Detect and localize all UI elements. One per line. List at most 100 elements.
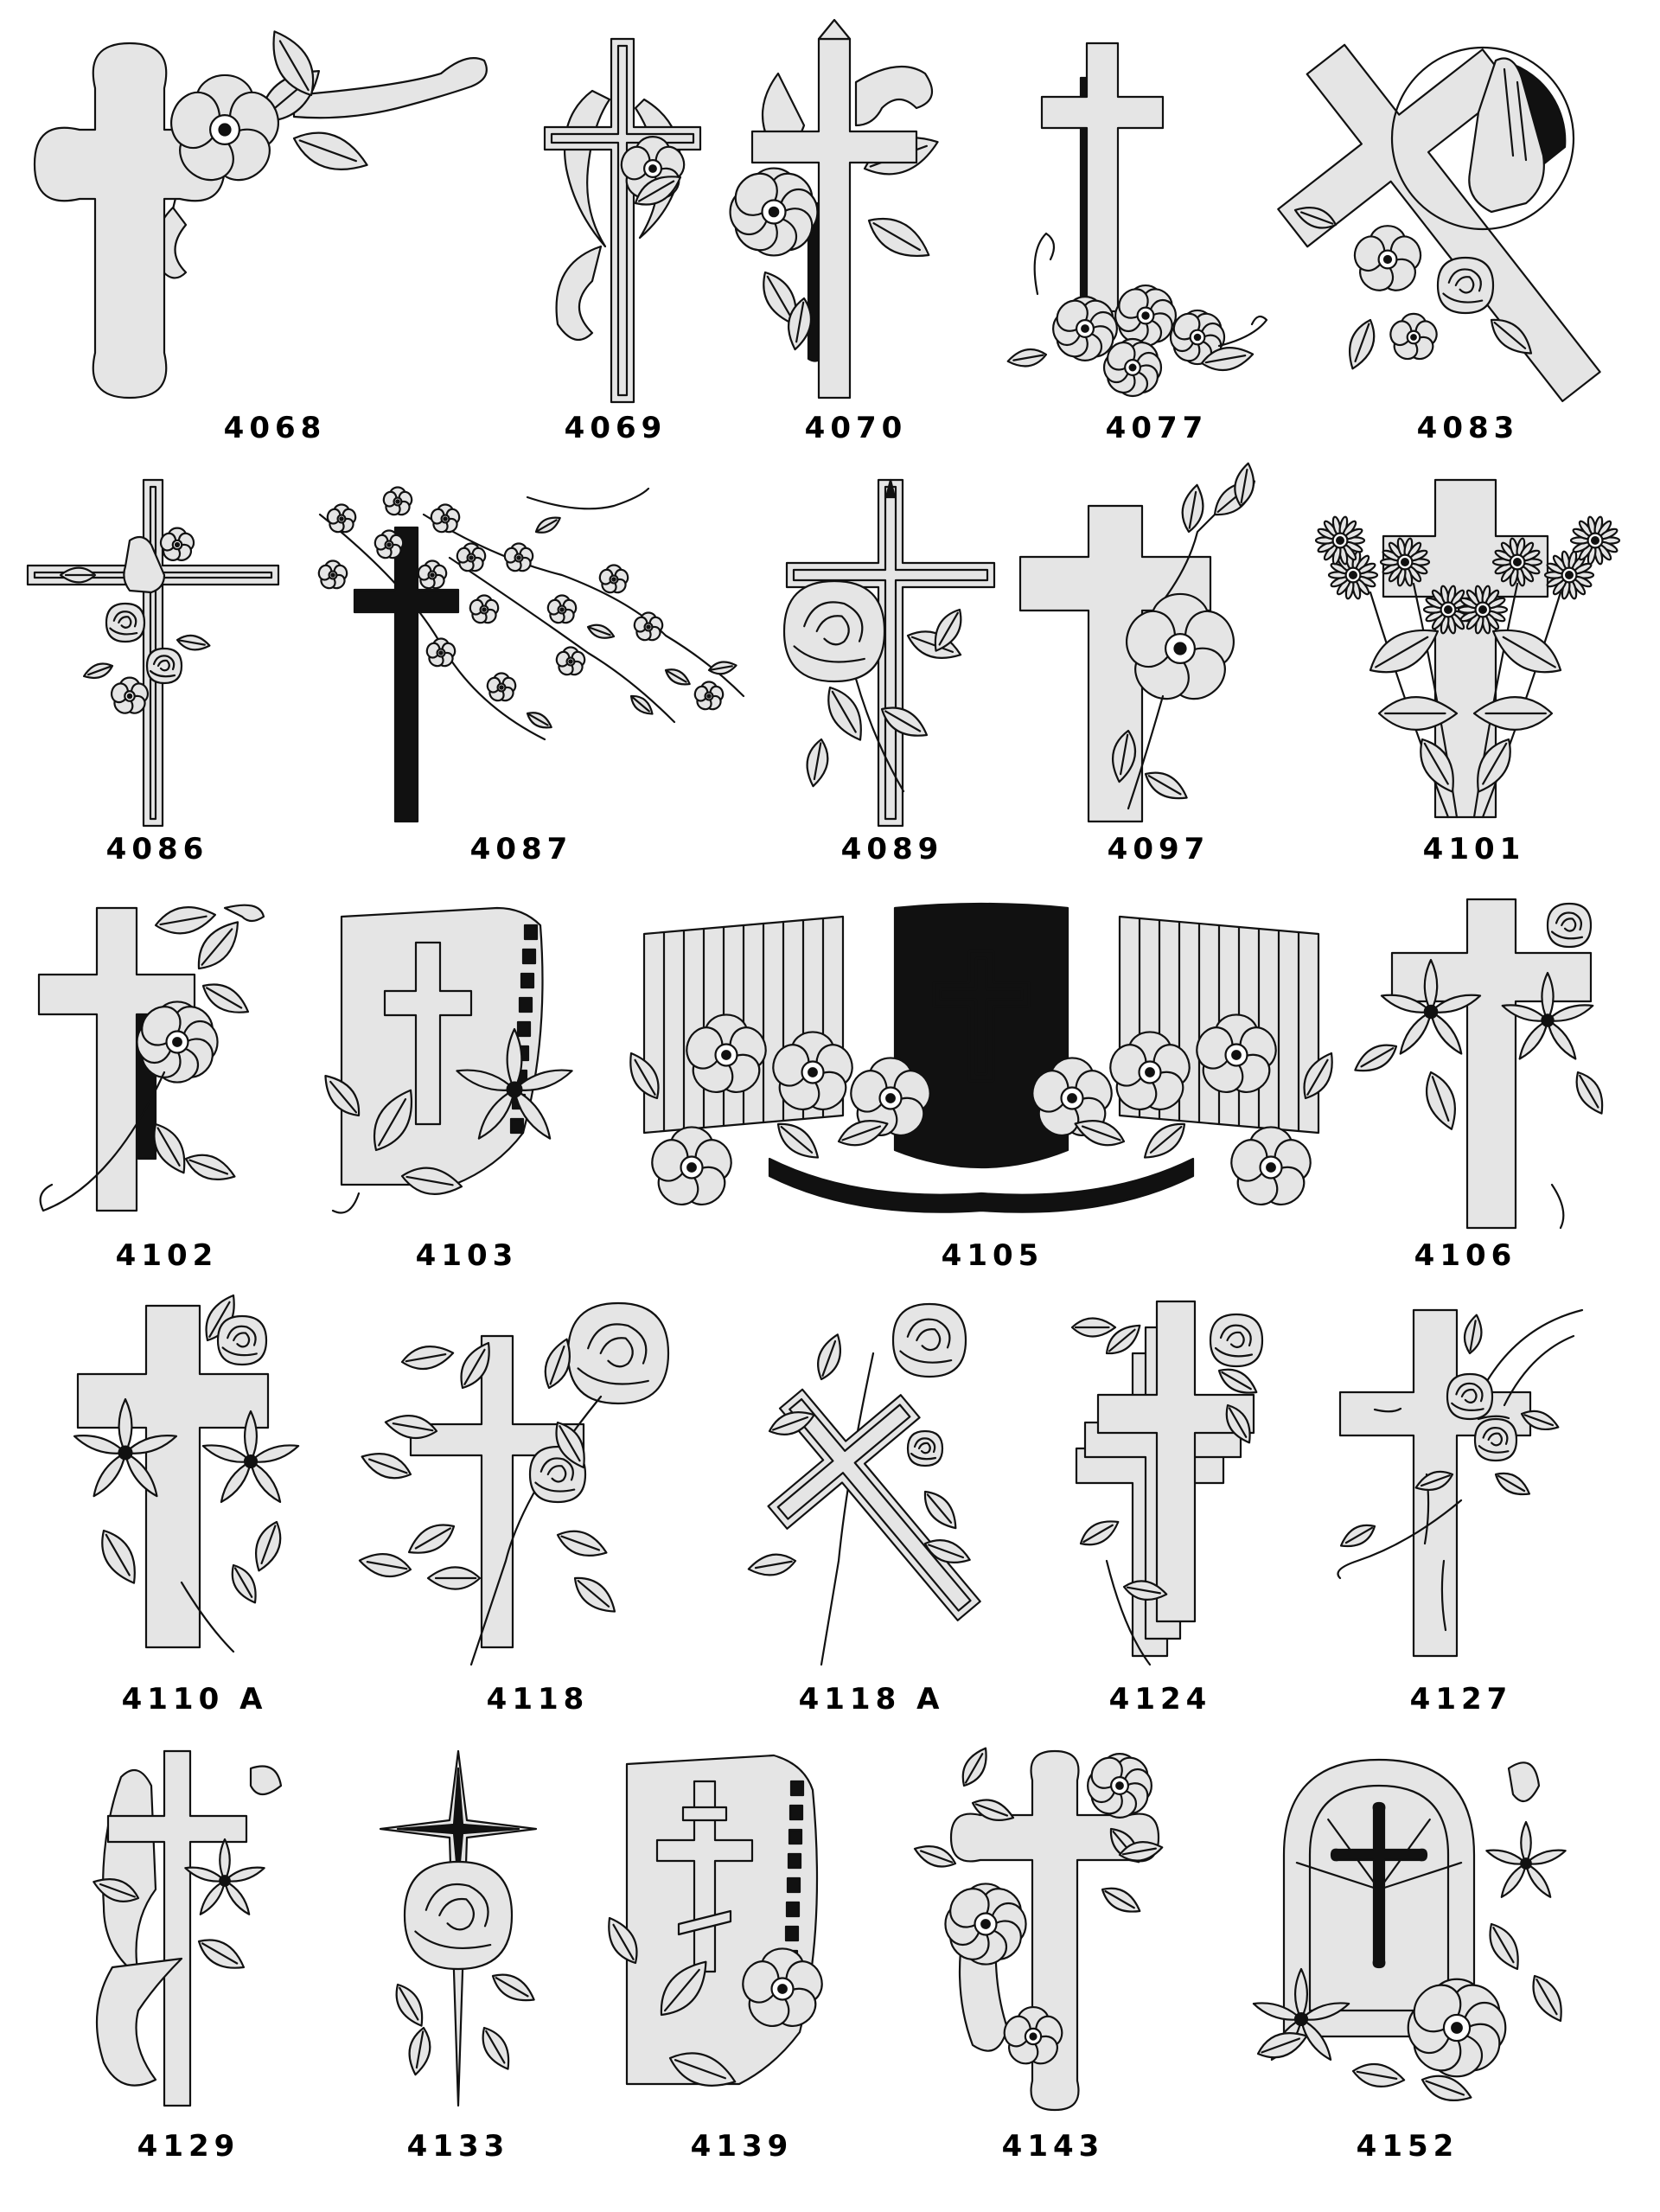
panel-cross-lily: [324, 906, 573, 1214]
lily-shape: [1485, 1820, 1567, 1898]
stem-shape: [422, 513, 745, 698]
leaf-shape: [373, 1089, 412, 1152]
leaf-shape: [1414, 1470, 1454, 1492]
flower-shape: [170, 74, 279, 182]
leaf-shape: [934, 608, 962, 652]
design-artwork: [543, 37, 702, 404]
design-tile: [1006, 35, 1280, 398]
flower-shape: [1353, 225, 1422, 291]
leaf-shape: [1472, 696, 1554, 731]
scroll-shape: [563, 89, 611, 248]
design-tile: [629, 899, 1333, 1237]
leaf-shape: [400, 1167, 463, 1195]
leaf-shape: [768, 1411, 815, 1435]
leaf-shape: [837, 1120, 889, 1147]
leaf-shape: [407, 1524, 456, 1554]
cross-shape: [37, 906, 196, 1212]
flower-shape: [1407, 1978, 1507, 2078]
leaf-shape: [395, 1983, 424, 2027]
rose-shape: [782, 579, 886, 683]
cross-shape: [383, 941, 473, 1126]
design-number: 4110 A: [121, 1682, 268, 1717]
design-number: 4089: [840, 832, 944, 866]
design-artwork: [33, 30, 488, 400]
design-tile: [1016, 462, 1293, 826]
flower-shape: [742, 1947, 823, 2028]
leaf-shape: [573, 1576, 616, 1613]
leaf-shape: [408, 2026, 431, 2076]
leaf-shape: [1144, 771, 1188, 800]
design-tile: [1055, 1300, 1271, 1669]
design-tile: [726, 18, 968, 402]
leaf-shape: [1420, 738, 1454, 793]
flower-shape: [686, 1013, 767, 1094]
design-artwork: [358, 1301, 670, 1666]
design-number: 4068: [223, 411, 327, 445]
praying-hands: [123, 535, 166, 594]
leaf-shape: [747, 1553, 797, 1576]
tip-shape: [884, 478, 897, 499]
ring-shape: [1390, 46, 1575, 231]
design-artwork: [1314, 478, 1621, 819]
scroll-shape: [555, 245, 603, 342]
leaf-shape: [544, 1338, 571, 1390]
design-tile: [372, 1749, 545, 2110]
design-artwork: [629, 902, 1333, 1213]
rose-shape: [216, 1314, 268, 1366]
flower-shape: [1109, 1031, 1191, 1111]
leaf-shape: [526, 712, 552, 729]
design-tile: [86, 1749, 303, 2110]
design-number: 4103: [415, 1238, 519, 1273]
stem-shape: [39, 1071, 166, 1212]
flower-base: [1006, 284, 1268, 398]
design-artwork: [1354, 898, 1604, 1230]
cross-shape: [767, 1388, 981, 1621]
rustic-cross: [1337, 1308, 1584, 1658]
leaf-shape: [534, 516, 561, 534]
flower-shape: [1102, 337, 1163, 398]
leaf-shape: [153, 1122, 186, 1174]
stem-shape: [820, 1352, 875, 1666]
cross-shape: [655, 1780, 754, 1973]
lily-shape: [201, 1410, 300, 1504]
flower-shape: [546, 594, 578, 624]
cross-lilies: [1354, 898, 1604, 1230]
leaf-shape: [961, 1747, 987, 1787]
design-tile: [608, 1754, 869, 2110]
leaf-shape: [1101, 1887, 1141, 1913]
daisy-shape: [1379, 537, 1431, 587]
leaf-shape: [1217, 1368, 1258, 1394]
leaf-shape: [586, 623, 616, 639]
design-tile: [26, 478, 281, 828]
stem-shape: [1477, 1308, 1584, 1398]
leaf-shape: [776, 1122, 820, 1159]
panel-orthodox-cross: [608, 1754, 823, 2087]
lily-shape: [1501, 971, 1594, 1060]
cross-shape: [1040, 42, 1165, 313]
design-tile: [1314, 478, 1621, 826]
leaf-shape: [83, 662, 114, 680]
leaf-shape: [1303, 1052, 1333, 1100]
flower-shape: [417, 559, 448, 590]
cross-shape: [1330, 1801, 1428, 1969]
stem-shape: [854, 677, 905, 793]
cross-lilies: [73, 1294, 300, 1653]
leaf-shape: [272, 30, 315, 97]
leaf-shape: [1354, 1044, 1398, 1072]
leaf-shape: [1491, 629, 1562, 674]
lily-shape: [1380, 958, 1482, 1055]
leaf-shape: [1477, 738, 1511, 793]
flower-shape: [1230, 1126, 1312, 1206]
design-number: 4086: [105, 832, 209, 866]
flower-shape: [772, 1031, 853, 1111]
leaf-shape: [923, 1539, 971, 1563]
flower-shape: [1052, 296, 1118, 361]
stem-shape: [526, 487, 650, 510]
leaf-shape: [400, 1346, 455, 1370]
leaf-shape: [629, 1052, 660, 1100]
cross-thin: [26, 478, 280, 828]
design-artwork: [747, 1302, 981, 1666]
design-number: 4139: [690, 2129, 794, 2164]
design-number: 4069: [564, 411, 667, 445]
stem-shape: [1217, 315, 1268, 348]
